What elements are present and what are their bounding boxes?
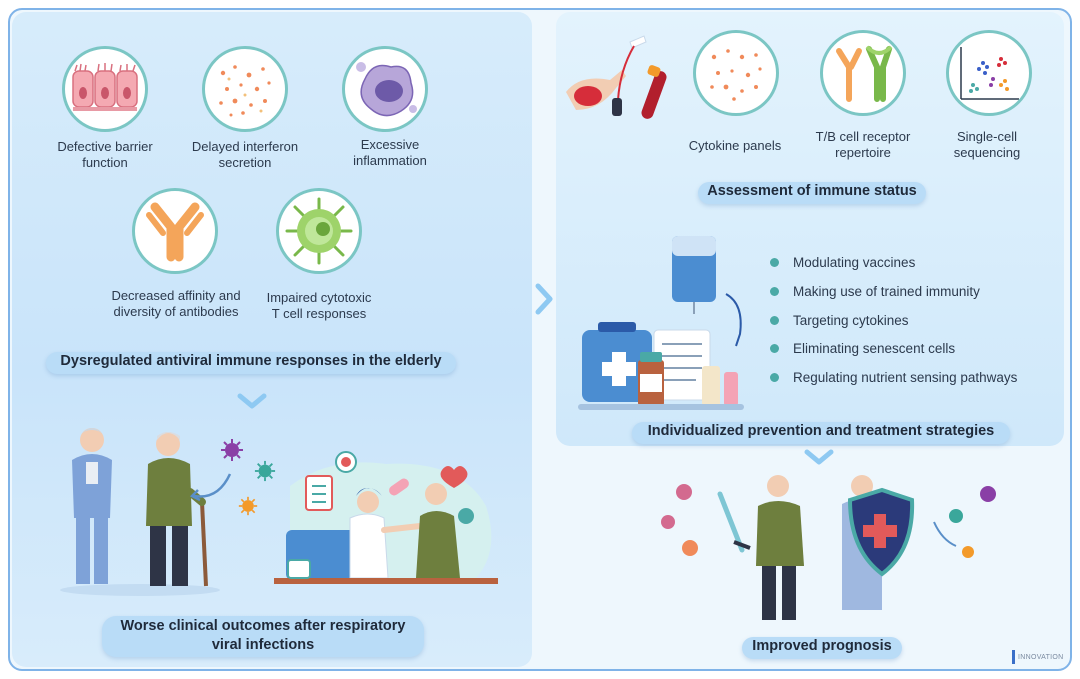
dysregulation-title: Dysregulated antiviral immune responses … [46,352,456,374]
chevron-right-icon [535,283,553,315]
bullet-icon [770,257,779,267]
virus-orange-icon [238,496,258,516]
interferon-dots-icon [202,46,288,132]
bullet-icon [770,372,779,382]
prognosis-title: Improved prognosis [742,637,902,659]
watermark-logo: INNOVATION [1012,650,1064,664]
bullet-icon [770,343,779,353]
protected-elderly-illustration [661,474,996,620]
strategy-item: Regulating nutrient sensing pathways [770,370,1017,385]
medical-supplies-illustration [578,236,744,410]
logo-bar-icon [1012,650,1015,664]
elderly-couple-illustration [60,428,220,596]
doctor-visit-illustration [274,451,498,584]
bullet-icon [770,315,779,325]
receptor-icon [820,30,906,116]
assessment-title: Assessment of immune status [698,182,926,204]
antibody-icon [132,188,218,274]
virus-teal-icon [254,460,276,482]
epithelial-cells-icon [62,46,148,132]
strategy-item: Modulating vaccines [770,255,915,270]
virus-purple-icon [221,439,243,461]
cytokine-dots-icon [693,30,779,116]
inflamed-cell-icon [342,46,428,132]
curved-arrow-icon [189,473,232,502]
t-cell-icon [276,188,362,274]
bullet-icon [770,286,779,296]
strategy-item: Targeting cytokines [770,313,909,328]
outcome-title: Worse clinical outcomes after respirator… [102,616,424,657]
strategy-item: Eliminating senescent cells [770,341,955,356]
chevron-down-icon [804,449,834,465]
strategy-title: Individualized prevention and treatment … [632,422,1010,444]
chevron-down-icon [237,393,267,409]
strategy-item: Making use of trained immunity [770,284,980,299]
blood-draw-icon [566,35,667,119]
assessment-label-cytokine: Cytokine panels [688,138,782,153]
tsne-plot-icon [946,30,1032,116]
